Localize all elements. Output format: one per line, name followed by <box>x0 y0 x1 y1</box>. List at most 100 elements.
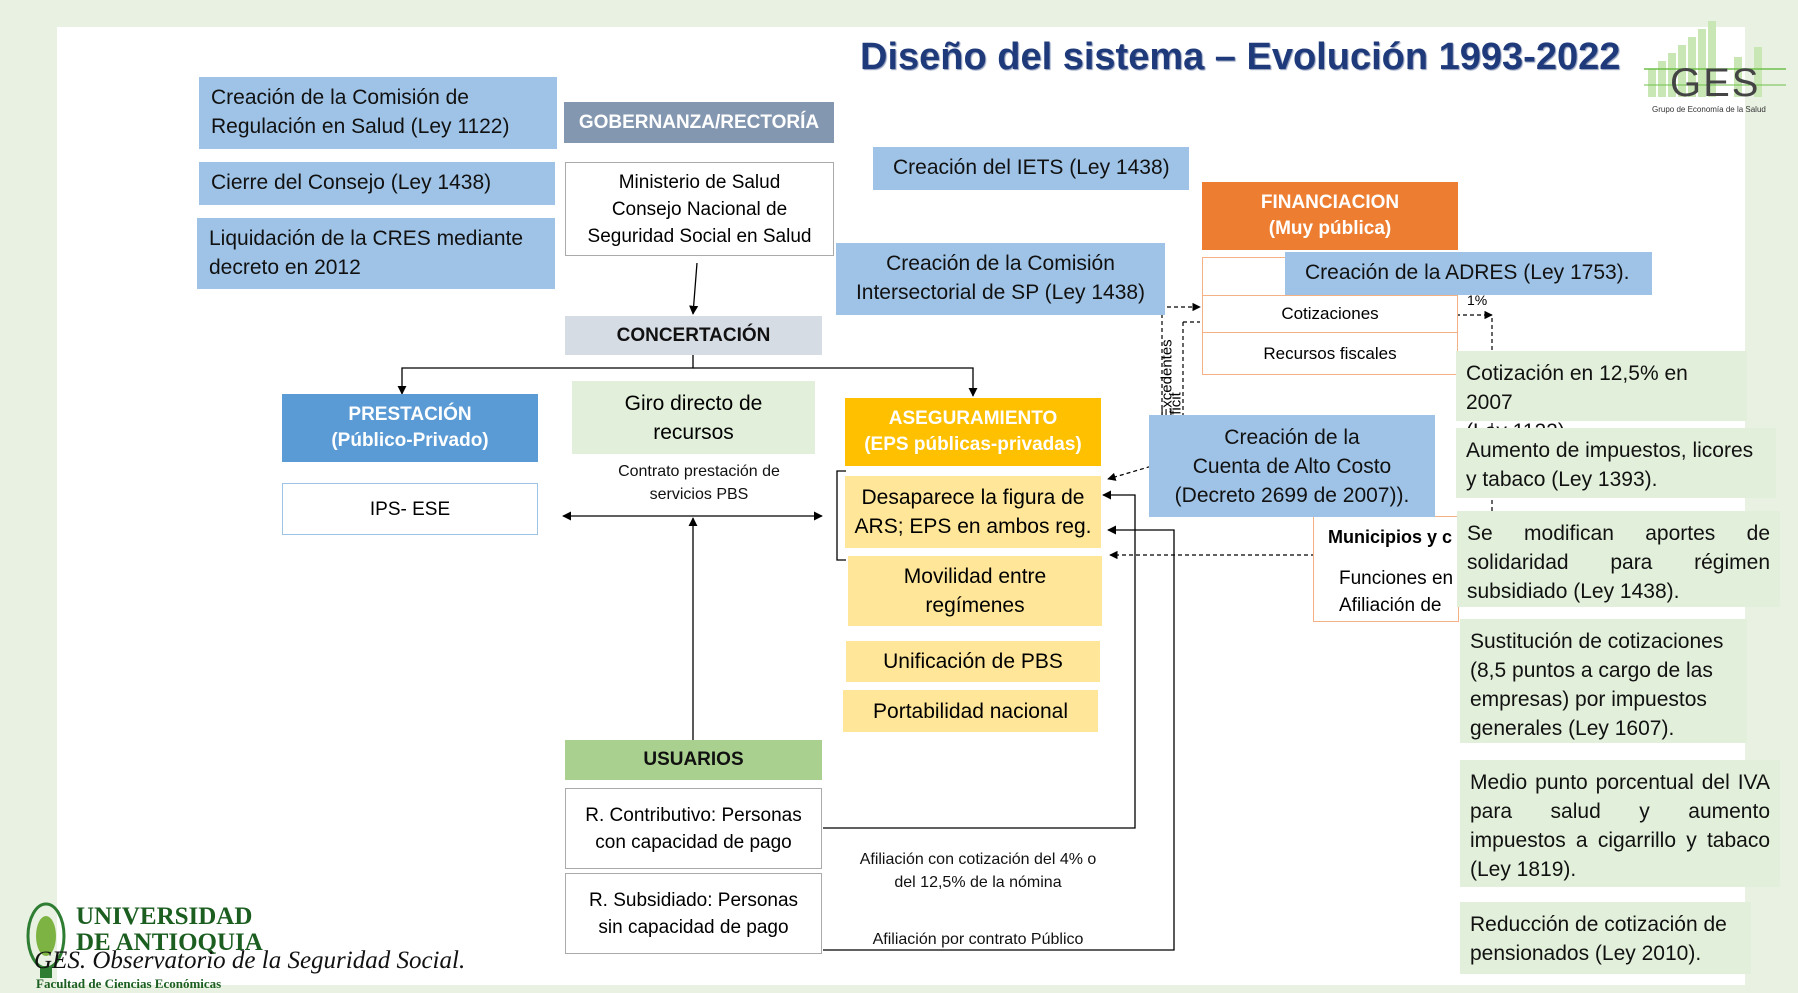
header-text: (Muy pública) <box>1268 218 1392 239</box>
label-contrato-servicios: Contrato prestación de servicios PBS <box>592 460 806 506</box>
note-line: empresas) por impuestos <box>1470 688 1707 711</box>
right-note-2: Aumento de impuestos, licores y tabaco (… <box>1456 428 1776 498</box>
prestacion-header: PRESTACIÓN (Público-Privado) <box>282 394 538 462</box>
note-line: (Decreto 2699 de 2007)). <box>1174 484 1410 507</box>
item-line: Movilidad entre <box>903 565 1047 588</box>
body-line: Consejo Nacional de <box>611 198 788 220</box>
aseg-item-unificacion: Unificación de PBS <box>846 641 1100 682</box>
note-line: pensionados (Ley 2010). <box>1470 942 1702 965</box>
ges-logo-subtitle: Grupo de Economía de la Salud <box>1652 105 1766 114</box>
gobernanza-header: GOBERNANZA/RECTORÍA <box>564 102 834 143</box>
concertacion-box: CONCERTACIÓN <box>565 316 822 355</box>
gobernanza-body: Ministerio de Salud Consejo Nacional de … <box>565 162 834 256</box>
box-line: Giro directo de <box>624 391 763 415</box>
label-deficit: ficit <box>1167 392 1185 415</box>
usuarios-subsidiado: R. Subsidiado: Personas sin capacidad de… <box>565 873 822 954</box>
note-alto-costo: Creación de la Cuenta de Alto Costo (Dec… <box>1149 415 1435 517</box>
header-text: (Público-Privado) <box>331 430 489 451</box>
box-line: recursos <box>653 420 734 444</box>
note-line: Aumento de impuestos, licores <box>1466 439 1754 462</box>
right-note-6: Reducción de cotización de pensionados (… <box>1460 902 1751 974</box>
label-line: Contrato prestación de <box>618 463 780 480</box>
note-line: Regulación en Salud (Ley 1122) <box>211 115 510 138</box>
note-line: Reducción de cotización de <box>1470 913 1727 936</box>
arrow-subsidiado <box>823 525 1175 951</box>
note-line: Cotización en 12,5% en 2007 <box>1466 362 1688 414</box>
header-text: (EPS públicas-privadas) <box>864 434 1082 455</box>
label-afiliacion-contrato: Afiliación por contrato Público <box>872 931 1084 948</box>
note-line: Intersectorial de SP (Ley 1438) <box>855 281 1146 304</box>
udea-seal-icon <box>26 902 66 978</box>
ges-logo-icon <box>1644 21 1786 97</box>
label-line: Afiliación con cotización del 4% o <box>859 851 1097 868</box>
note-creacion-cres: Creación de la Comisión de Regulación en… <box>199 77 557 149</box>
note-line: Creación del IETS (Ley 1438) <box>893 156 1170 179</box>
municipios-line: Afiliación de <box>1339 595 1442 616</box>
right-note-5: Medio punto porcentual del IVA para salu… <box>1460 760 1780 887</box>
note-line: Cierre del Consejo (Ley 1438) <box>211 171 492 194</box>
note-line: (8,5 puntos a cargo de las <box>1470 659 1713 682</box>
right-note-4: Sustitución de cotizaciones (8,5 puntos … <box>1460 619 1747 743</box>
row-text: Recursos fiscales <box>1263 344 1397 363</box>
item-line: regímenes <box>925 594 1025 617</box>
municipios-title: Municipios y c <box>1328 527 1453 547</box>
udea-faculty: Facultad de Ciencias Económicas <box>36 976 222 991</box>
note-line: Cuenta de Alto Costo <box>1192 455 1392 478</box>
note-line: decreto en 2012 <box>209 256 361 279</box>
municipios-box: Municipios y c Funciones en Afiliación d… <box>1313 516 1459 622</box>
municipios-lines: Funciones en Afiliación de <box>1339 565 1453 619</box>
note-line: Liquidación de la CRES mediante <box>209 227 524 250</box>
note-line: Medio punto porcentual del IVA para salu… <box>1470 771 1770 881</box>
note-line: Creación de la <box>1224 426 1360 449</box>
header-text: GOBERNANZA/RECTORÍA <box>578 111 820 133</box>
financiacion-cotizaciones: Cotizaciones <box>1202 295 1458 333</box>
right-note-3: Se modifican aportes de solidaridad para… <box>1457 511 1780 607</box>
municipios-line: Funciones en <box>1339 568 1454 589</box>
item-line: Portabilidad nacional <box>873 699 1068 723</box>
header-text: USUARIOS <box>643 749 744 770</box>
note-line: Sustitución de cotizaciones <box>1470 630 1724 653</box>
note-creacion-adres: Creación de la ADRES (Ley 1753). <box>1285 252 1652 295</box>
body-line: Ministerio de Salud <box>618 171 781 193</box>
bracket-aseguramiento <box>836 470 846 561</box>
header-text: FINANCIACION <box>1260 192 1400 213</box>
prestacion-body: IPS- ESE <box>282 483 538 535</box>
note-line: y tabaco (Ley 1393). <box>1466 468 1658 491</box>
usuarios-header: USUARIOS <box>565 740 822 780</box>
note-line: Creación de la ADRES (Ley 1753). <box>1305 261 1630 284</box>
arrow-contributivo <box>823 490 1136 829</box>
note-line: generales (Ley 1607). <box>1470 717 1675 740</box>
note-line: Creación de la Comisión <box>886 252 1115 275</box>
body-line: R. Contributivo: Personas <box>585 804 802 826</box>
aseguramiento-header: ASEGURAMIENTO (EPS públicas-privadas) <box>845 398 1101 466</box>
arrow-ministerio-concertacion <box>689 262 699 315</box>
note-comision-sp: Creación de la Comisión Intersectorial d… <box>836 243 1165 315</box>
note-creacion-iets: Creación del IETS (Ley 1438) <box>873 147 1189 190</box>
note-line: Se modifican aportes de solidaridad para… <box>1467 522 1770 603</box>
right-note-1: Cotización en 12,5% en 2007 (Ley 1122) <box>1456 351 1747 443</box>
udea-line: DE ANTIOQUIA <box>76 929 263 956</box>
note-liquidacion-cres: Liquidación de la CRES mediante decreto … <box>197 218 555 289</box>
ges-logo-text: GES <box>1670 61 1761 105</box>
body-text: IPS- ESE <box>369 498 451 520</box>
header-text: ASEGURAMIENTO <box>888 408 1058 429</box>
giro-directo-box: Giro directo de recursos <box>572 381 815 454</box>
note-cierre-consejo: Cierre del Consejo (Ley 1438) <box>199 162 555 205</box>
body-line: Seguridad Social en Salud <box>587 225 812 247</box>
financiacion-header: FINANCIACION (Muy pública) <box>1202 182 1458 250</box>
body-line: sin capacidad de pago <box>598 916 789 938</box>
aseg-item-movilidad: Movilidad entre regímenes <box>848 556 1102 626</box>
usuarios-contributivo: R. Contributivo: Personas con capacidad … <box>565 788 822 869</box>
udea-name: UNIVERSIDAD DE ANTIOQUIA <box>76 904 263 956</box>
footer-caption: GES. Observatorio de la Seguridad Social… <box>34 947 466 974</box>
item-line: ARS; EPS en ambos reg. <box>854 515 1092 538</box>
note-line: Creación de la Comisión de <box>211 86 469 109</box>
header-text: CONCERTACIÓN <box>616 324 771 346</box>
body-line: R. Subsidiado: Personas <box>588 889 799 911</box>
ges-logo: GES Grupo de Economía de la Salud <box>1644 17 1786 117</box>
label-afiliacion-cotizacion: Afiliación con cotización del 4% o del 1… <box>843 848 1113 894</box>
row-text: Cotizaciones <box>1281 304 1379 323</box>
label-line: del 12,5% de la nómina <box>894 874 1062 891</box>
